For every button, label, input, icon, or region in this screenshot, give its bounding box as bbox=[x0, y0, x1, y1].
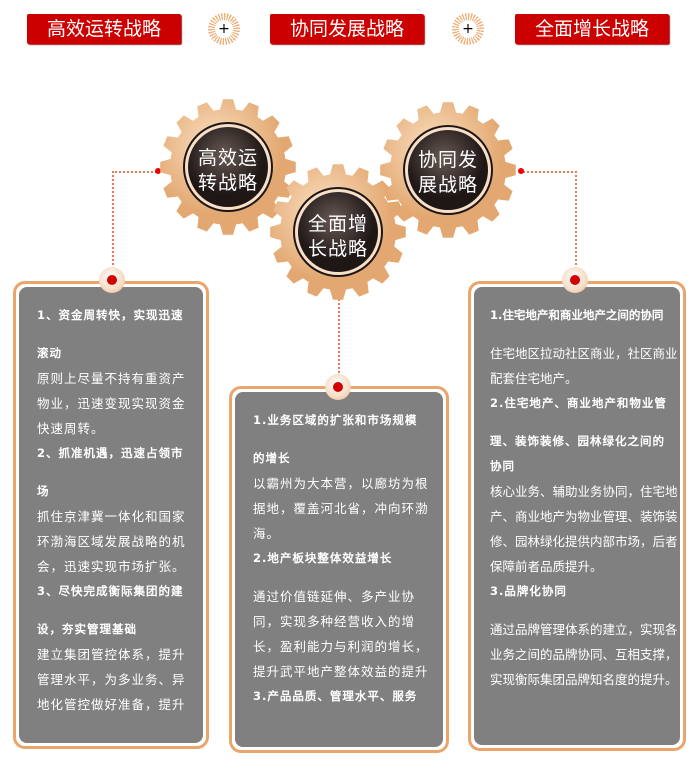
connector-dot bbox=[518, 168, 524, 174]
pin-icon bbox=[562, 267, 588, 293]
connector-left bbox=[112, 171, 160, 273]
connector-right bbox=[523, 171, 577, 273]
plus-icon: + bbox=[208, 13, 240, 45]
gear-label-growth: 全面增长战略 bbox=[307, 213, 368, 260]
panel-efficient-operation: 1、资金周转快，实现迅速 滚动 原则上尽量不持有重资产 物业，迅速变现实现资金 … bbox=[13, 281, 209, 749]
gear-shape bbox=[188, 127, 268, 207]
gear-shape bbox=[298, 192, 378, 272]
pin-icon bbox=[325, 374, 351, 400]
tag-efficient-operation: 高效运转战略 bbox=[27, 14, 181, 44]
connector-dot bbox=[155, 168, 161, 174]
tag-growth: 全面增长战略 bbox=[515, 14, 669, 44]
tag-synergy: 协同发展战略 bbox=[270, 14, 424, 44]
gear-shape bbox=[408, 130, 488, 210]
connector-middle bbox=[338, 296, 340, 376]
gear-icon bbox=[380, 102, 516, 238]
pin-icon bbox=[99, 267, 125, 293]
gear-icon bbox=[270, 164, 406, 300]
panel-synergy: 1.住宅地产和商业地产之间的协同 住宅地区拉动社区商业，社区商业 配套住宅地产。… bbox=[468, 281, 686, 751]
gear-icon bbox=[160, 99, 296, 235]
plus-icon: + bbox=[452, 13, 484, 45]
gear-label-efficient: 高效运转战略 bbox=[197, 147, 258, 194]
panel-growth: 1.业务区域的扩张和市场规模 的增长 以霸州为大本营，以廊坊为根 据地，覆盖河北… bbox=[229, 386, 449, 753]
gear-label-synergy: 协同发展战略 bbox=[417, 149, 478, 196]
